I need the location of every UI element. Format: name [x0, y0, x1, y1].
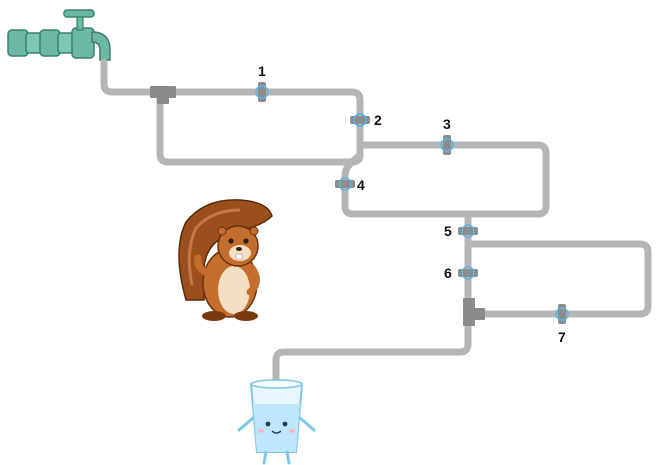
valve-3-label: 3	[443, 116, 451, 132]
valve-2[interactable]: 2	[350, 112, 382, 128]
beaver-mascot-icon	[178, 199, 273, 321]
valve-6[interactable]: 6	[444, 265, 478, 281]
valve-5-label: 5	[444, 223, 452, 239]
pipe-network	[100, 58, 652, 384]
valve-7-label: 7	[558, 329, 566, 345]
valve-2-label: 2	[374, 112, 382, 128]
pipe-junctions	[150, 86, 485, 326]
water-glass-icon	[237, 379, 316, 465]
valve-4-label: 4	[357, 177, 365, 193]
water-tap-icon	[7, 9, 111, 61]
junction-tee	[157, 92, 169, 104]
junction-tee	[469, 308, 485, 320]
valve-7[interactable]: 7	[555, 304, 569, 345]
valve-4[interactable]: 4	[335, 177, 365, 193]
valve-1[interactable]: 1	[255, 63, 269, 102]
valve-6-label: 6	[444, 265, 452, 281]
valve-5[interactable]: 5	[444, 223, 478, 239]
valve-1-label: 1	[258, 63, 266, 79]
valve-3[interactable]: 3	[440, 116, 454, 155]
